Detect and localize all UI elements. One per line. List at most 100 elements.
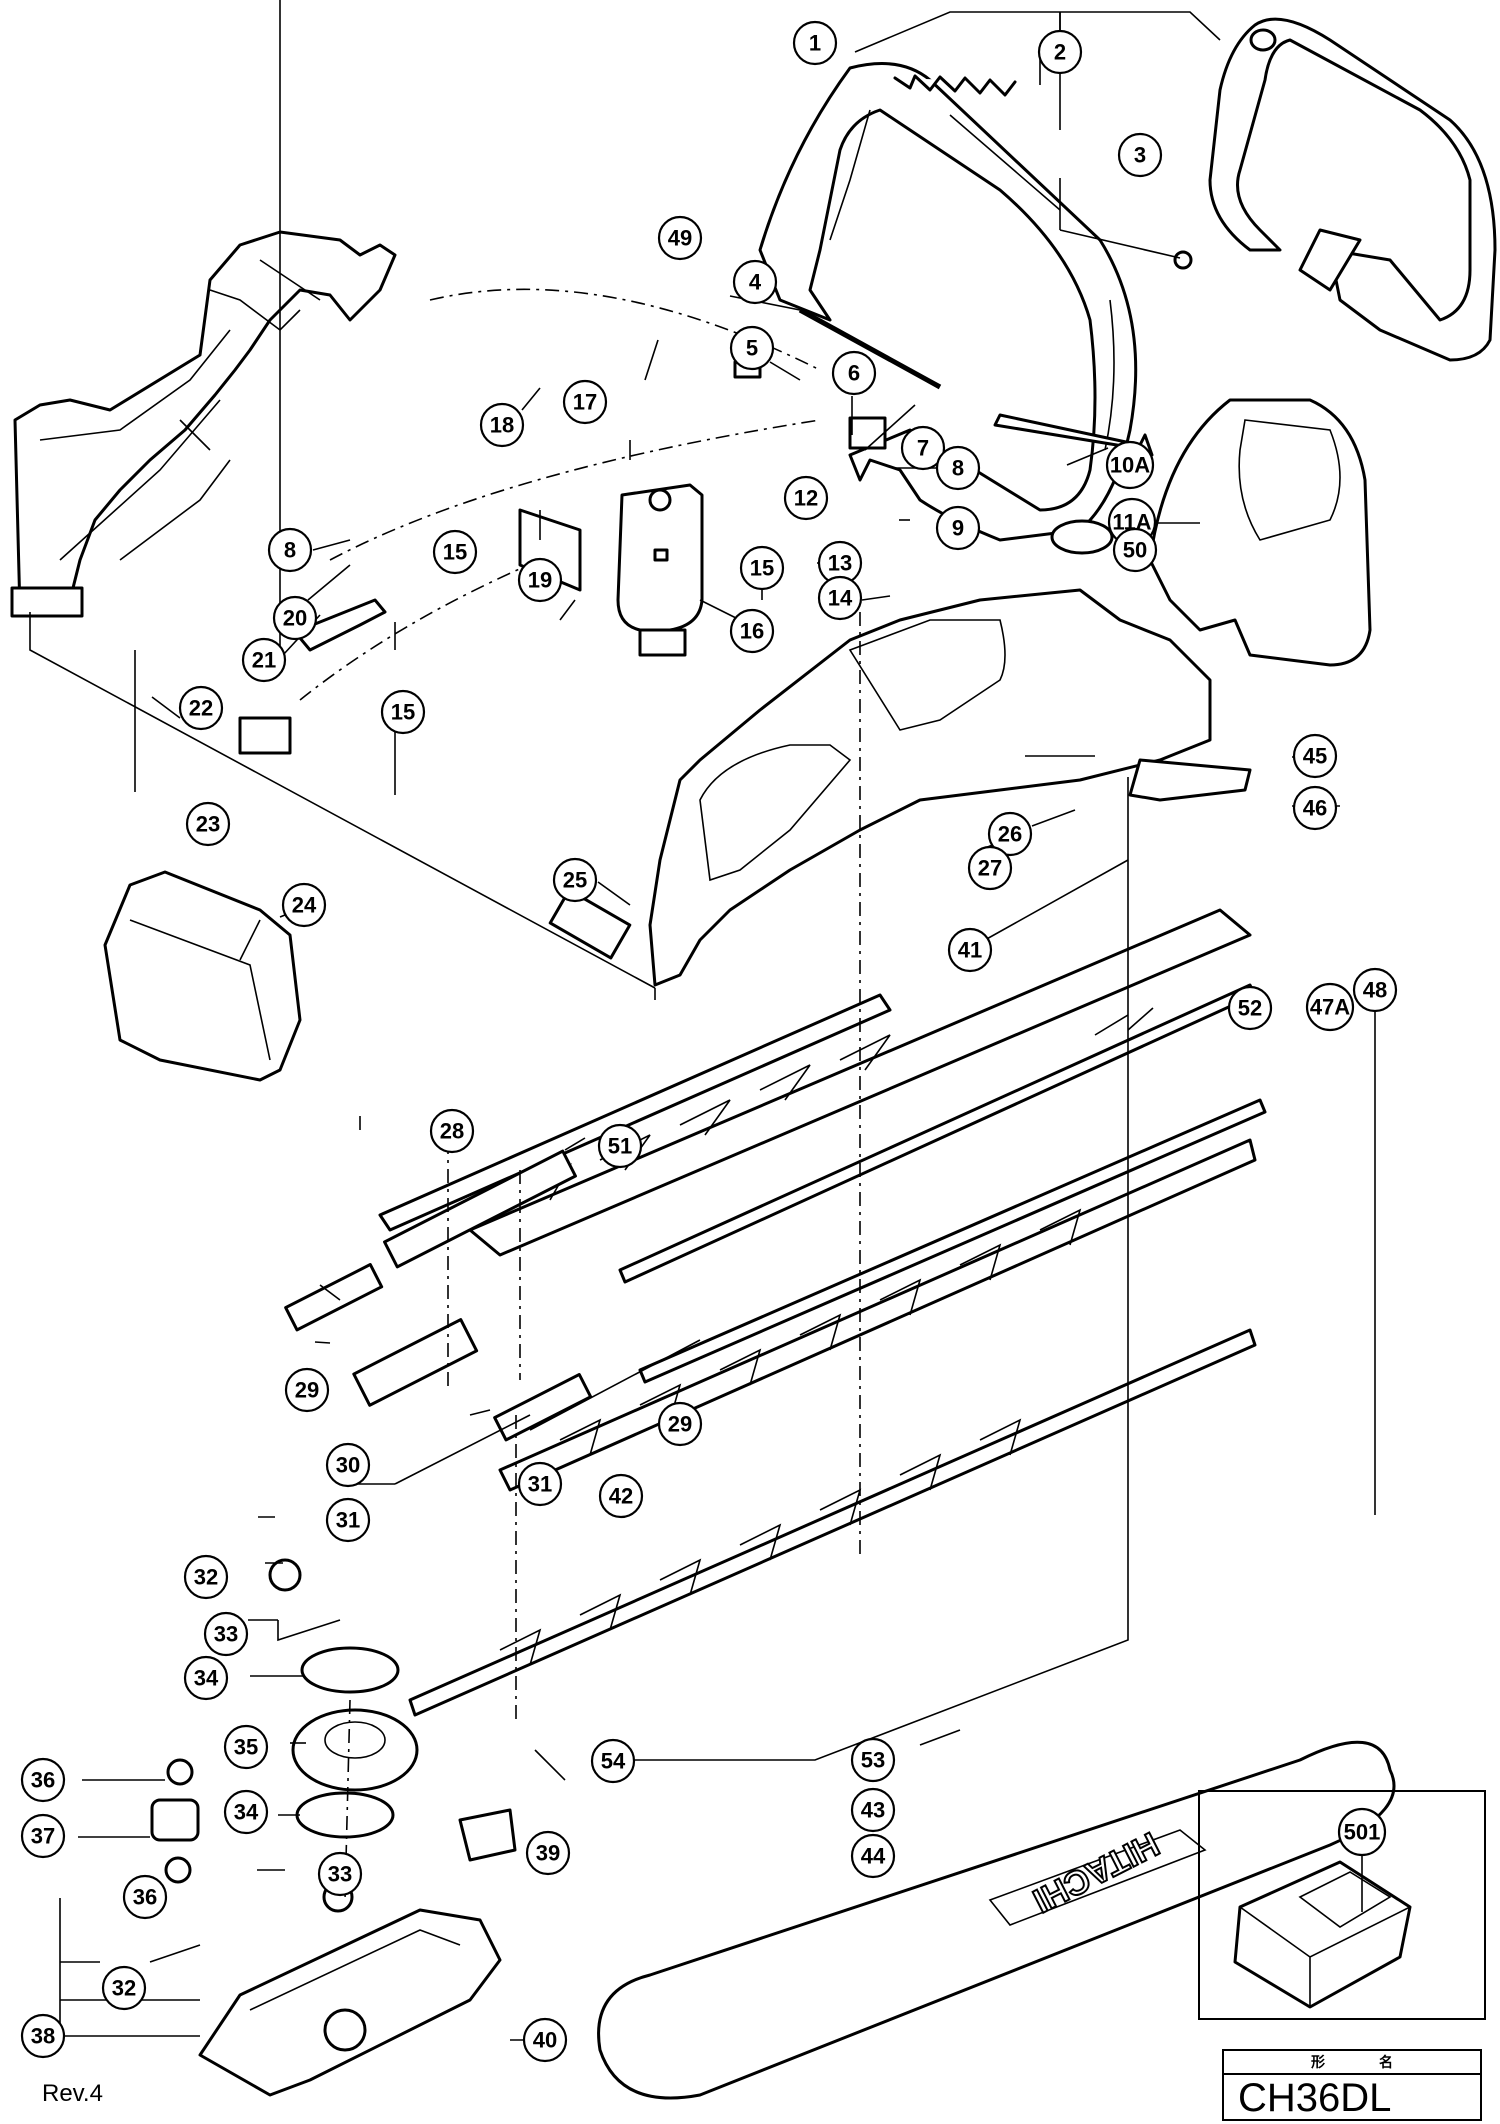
callout-11a: 11A <box>1107 497 1157 547</box>
motor <box>616 483 704 657</box>
callout-label: 37 <box>31 1824 55 1849</box>
callout-25: 25 <box>552 857 598 903</box>
callout-31: 31 <box>325 1497 371 1543</box>
battery <box>103 870 302 1082</box>
pinion <box>150 1798 200 1842</box>
callout-label: 34 <box>234 1800 259 1825</box>
callout-label: 12 <box>794 486 818 511</box>
callout-7: 7 <box>900 425 946 471</box>
callout-label: 39 <box>536 1841 560 1866</box>
callout-label: 2 <box>1054 40 1066 65</box>
callout-label: 30 <box>336 1453 360 1478</box>
callout-circle <box>739 545 785 591</box>
callout-21: 21 <box>241 637 287 683</box>
callout-circle <box>522 2017 568 2063</box>
callout-label: 32 <box>112 1976 136 2001</box>
callout-8: 8 <box>267 527 313 573</box>
callout-34: 34 <box>223 1789 269 1835</box>
callout-label: 9 <box>952 516 964 541</box>
callout-circle <box>203 1611 249 1657</box>
callout-circle <box>525 1830 571 1876</box>
callout-label: 13 <box>828 551 852 576</box>
callout-24: 24 <box>281 882 327 928</box>
callout-circle <box>325 1442 371 1488</box>
callout-label: 4 <box>749 270 762 295</box>
callout-circle <box>935 445 981 491</box>
callout-4: 4 <box>732 259 778 305</box>
callout-circle <box>817 575 863 621</box>
callout-circle <box>729 325 775 371</box>
callout-label: 36 <box>133 1885 157 1910</box>
callout-label: 22 <box>189 696 213 721</box>
callout-27: 27 <box>967 845 1013 891</box>
callout-circle <box>223 1724 269 1770</box>
callout-54: 54 <box>590 1738 636 1784</box>
title-block-header: 形 名 <box>1224 2051 1480 2075</box>
callout-33: 33 <box>203 1611 249 1657</box>
callout-label: 31 <box>528 1472 552 1497</box>
callout-circle <box>831 350 877 396</box>
callout-32: 32 <box>183 1554 229 1600</box>
callout-label: 45 <box>1303 744 1327 769</box>
callout-circle <box>223 1789 269 1835</box>
exploded-axis-lines <box>299 288 861 1901</box>
callout-circle <box>590 1738 636 1784</box>
callout-14: 14 <box>817 575 863 621</box>
callout-label: 19 <box>528 568 552 593</box>
spacer-block <box>493 1373 593 1442</box>
crank-plate <box>295 1791 395 1839</box>
charger-inset: 501 <box>1198 1790 1486 2020</box>
callout-52: 52 <box>1227 985 1273 1031</box>
callout-23: 23 <box>185 801 231 847</box>
front-handle <box>758 62 1138 555</box>
callout-label: 15 <box>391 700 415 725</box>
callout-circle <box>597 1123 643 1169</box>
spring <box>893 74 1017 97</box>
callout-49: 49 <box>657 215 703 261</box>
connector <box>238 716 292 755</box>
callout-circle <box>1105 440 1155 490</box>
callout-label: 33 <box>328 1862 352 1887</box>
callout-39: 39 <box>525 1830 571 1876</box>
callout-label: 49 <box>668 226 692 251</box>
blade-bar <box>618 983 1267 1384</box>
callout-46: 46 <box>1292 785 1338 831</box>
callout-label: 14 <box>828 586 853 611</box>
callout-label: 23 <box>196 812 220 837</box>
clip <box>458 1808 517 1862</box>
callout-label: 16 <box>740 619 764 644</box>
callout-label: 34 <box>194 1666 219 1691</box>
callout-label: 41 <box>958 938 982 963</box>
microswitch <box>848 416 887 450</box>
callout-label: 29 <box>295 1378 319 1403</box>
callout-35: 35 <box>223 1724 269 1770</box>
callout-10a: 10A <box>1105 440 1155 490</box>
callout-38: 38 <box>20 2013 66 2059</box>
callout-label: 53 <box>861 1748 885 1773</box>
callout-20: 20 <box>272 595 318 641</box>
callout-circle <box>241 637 287 683</box>
callout-label: 42 <box>609 1484 633 1509</box>
callout-label: 40 <box>533 2028 557 2053</box>
callout-label: 43 <box>861 1798 885 1823</box>
blade-cover: HITACHI <box>597 1740 1396 2100</box>
gear-case <box>198 1908 502 2097</box>
callout-label: 7 <box>917 436 929 461</box>
callout-label: 26 <box>998 822 1022 847</box>
callout-15: 15 <box>432 529 478 575</box>
revision-label: Rev.4 <box>42 2080 103 2107</box>
callout-36: 36 <box>122 1874 168 1920</box>
callout-label: 18 <box>490 413 514 438</box>
callout-label: 8 <box>952 456 964 481</box>
callout-6: 6 <box>831 350 877 396</box>
callout-circle <box>1112 527 1158 573</box>
callout-circle <box>101 1965 147 2011</box>
callout-15: 15 <box>739 545 785 591</box>
callout-circle <box>1292 785 1338 831</box>
callout-circle <box>284 1367 330 1413</box>
callout-circle <box>783 475 829 521</box>
callout-37: 37 <box>20 1813 66 1859</box>
housing-right <box>648 588 1252 987</box>
callout-28: 28 <box>429 1108 475 1154</box>
callout-circle <box>183 1655 229 1701</box>
